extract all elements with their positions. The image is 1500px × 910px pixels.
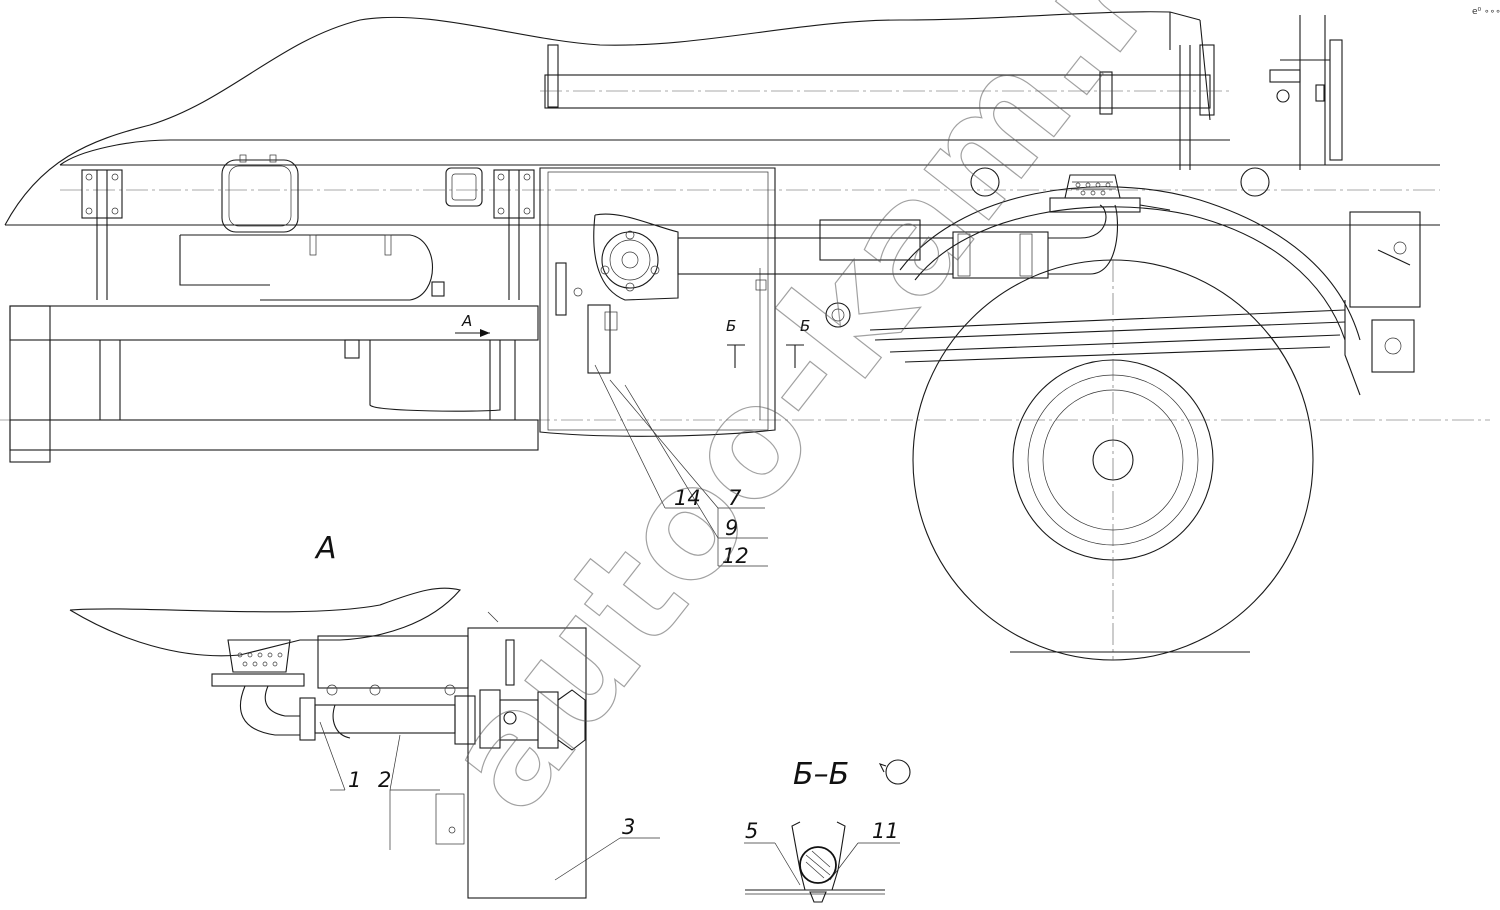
frame-rail bbox=[9, 305, 539, 463]
wheel-arch bbox=[899, 186, 1361, 341]
callout-9: 9 bbox=[725, 516, 738, 540]
rotation-symbol bbox=[878, 759, 911, 785]
leaf-spring bbox=[825, 167, 1421, 396]
toolbox-hatch bbox=[221, 154, 299, 233]
callout-11: 11 bbox=[872, 819, 899, 843]
view-a-arrow-label: А bbox=[461, 312, 472, 330]
view-a-detail bbox=[69, 587, 587, 899]
callout-3: 3 bbox=[622, 815, 635, 839]
main-callout-leaders bbox=[594, 364, 768, 567]
callout-12: 12 bbox=[722, 544, 749, 568]
air-tank bbox=[179, 234, 445, 301]
section-mark-left: Б bbox=[726, 317, 736, 335]
view-a-title: А bbox=[314, 531, 337, 566]
mounting-brackets bbox=[81, 167, 535, 300]
hose-box bbox=[539, 167, 776, 437]
pump-unit bbox=[593, 213, 679, 301]
callout-7: 7 bbox=[728, 486, 742, 510]
section-mark-right: Б bbox=[800, 317, 810, 335]
view-a-arrow: А bbox=[455, 312, 490, 337]
watermark: autoo-kam.ru bbox=[411, 0, 1252, 842]
top-tube bbox=[540, 44, 1230, 116]
callout-2: 2 bbox=[378, 768, 391, 792]
section-marks: Б Б bbox=[726, 317, 810, 368]
callout-5: 5 bbox=[745, 819, 758, 843]
section-bb-title: Б–Б bbox=[793, 757, 849, 792]
view-a-leaders bbox=[319, 721, 660, 881]
rear-ladder bbox=[1179, 15, 1343, 170]
corner-mark: e⁰ ∘∘∘ bbox=[1472, 7, 1500, 17]
fuel-tank bbox=[344, 339, 501, 412]
section-bb-leaders bbox=[744, 842, 900, 886]
callout-1: 1 bbox=[348, 768, 361, 792]
section-bb-detail bbox=[745, 821, 885, 903]
rear-wheel bbox=[912, 259, 1314, 661]
tank-body bbox=[0, 11, 1490, 421]
callout-14: 14 bbox=[674, 486, 701, 510]
